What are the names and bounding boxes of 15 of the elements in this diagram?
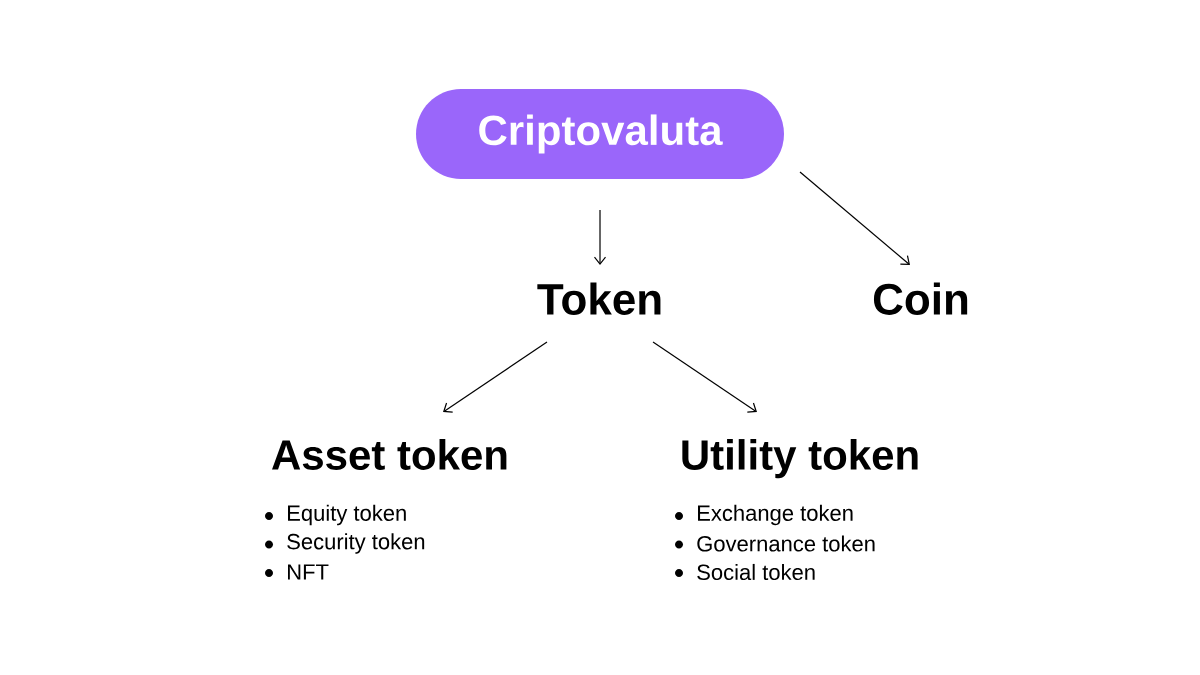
heading-text: Asset token (272, 439, 507, 470)
list-item: NFT (288, 564, 329, 580)
heading-text: Coin (873, 282, 968, 315)
list-item: Governance token (697, 535, 875, 552)
arrow (799, 171, 910, 265)
pill-box: Criptovaluta (416, 89, 784, 179)
list-item: Security token (287, 533, 425, 554)
arrow (443, 341, 548, 413)
heading-text: Token (537, 282, 661, 315)
arrow (652, 341, 757, 413)
list-item: Equity token (288, 504, 406, 526)
heading-text: Utility token (682, 439, 918, 479)
list-item: Social token (697, 563, 815, 581)
list-item: Exchange token (698, 504, 853, 526)
arrow (593, 209, 607, 265)
